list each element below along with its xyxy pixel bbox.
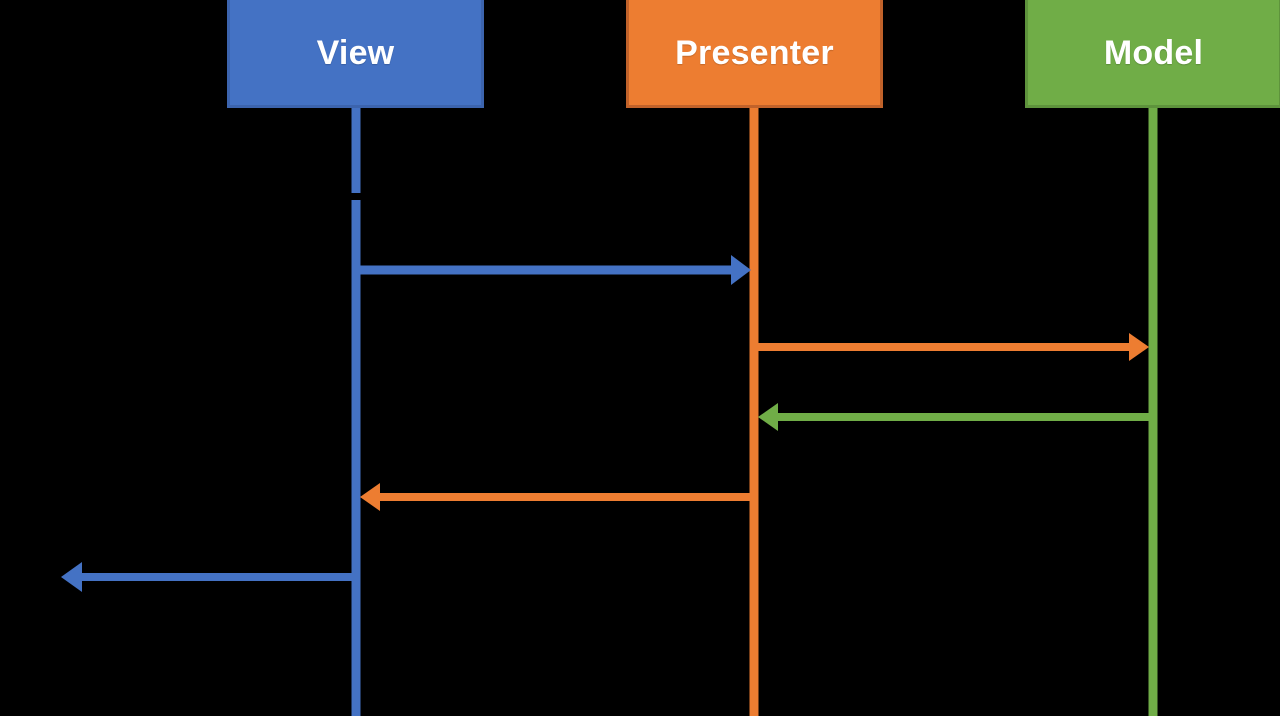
lifeline-group	[351, 108, 1158, 716]
participant-box-presenter[interactable]: Presenter	[626, 0, 883, 108]
arrowhead-right-2	[1129, 333, 1149, 361]
arrowhead-left-3	[758, 403, 778, 431]
lifeline-view-upper	[351, 108, 361, 193]
message-line-3	[778, 413, 1153, 421]
message-arrow-presenter-to-view	[360, 483, 754, 511]
message-line-2	[754, 343, 1129, 351]
message-line-4	[380, 493, 754, 501]
participant-label-view: View	[316, 33, 395, 72]
participant-label-presenter: Presenter	[675, 33, 834, 72]
lifeline-view-lower	[351, 200, 361, 716]
arrowhead-right-1	[731, 255, 751, 285]
message-arrow-model-to-presenter	[758, 403, 1153, 431]
participant-box-view[interactable]: View	[227, 0, 484, 108]
participant-box-model[interactable]: Model	[1025, 0, 1280, 108]
lifeline-presenter	[749, 108, 759, 716]
message-arrow-view-to-presenter	[356, 255, 751, 285]
message-line-1	[356, 265, 731, 275]
lifeline-model	[1148, 108, 1158, 716]
arrowhead-left-4	[360, 483, 380, 511]
participant-label-model: Model	[1103, 33, 1204, 72]
message-arrow-presenter-to-model	[754, 333, 1149, 361]
arrowhead-left-5	[61, 562, 82, 592]
message-arrow-view-to-external	[61, 562, 356, 592]
message-line-5	[82, 573, 356, 581]
